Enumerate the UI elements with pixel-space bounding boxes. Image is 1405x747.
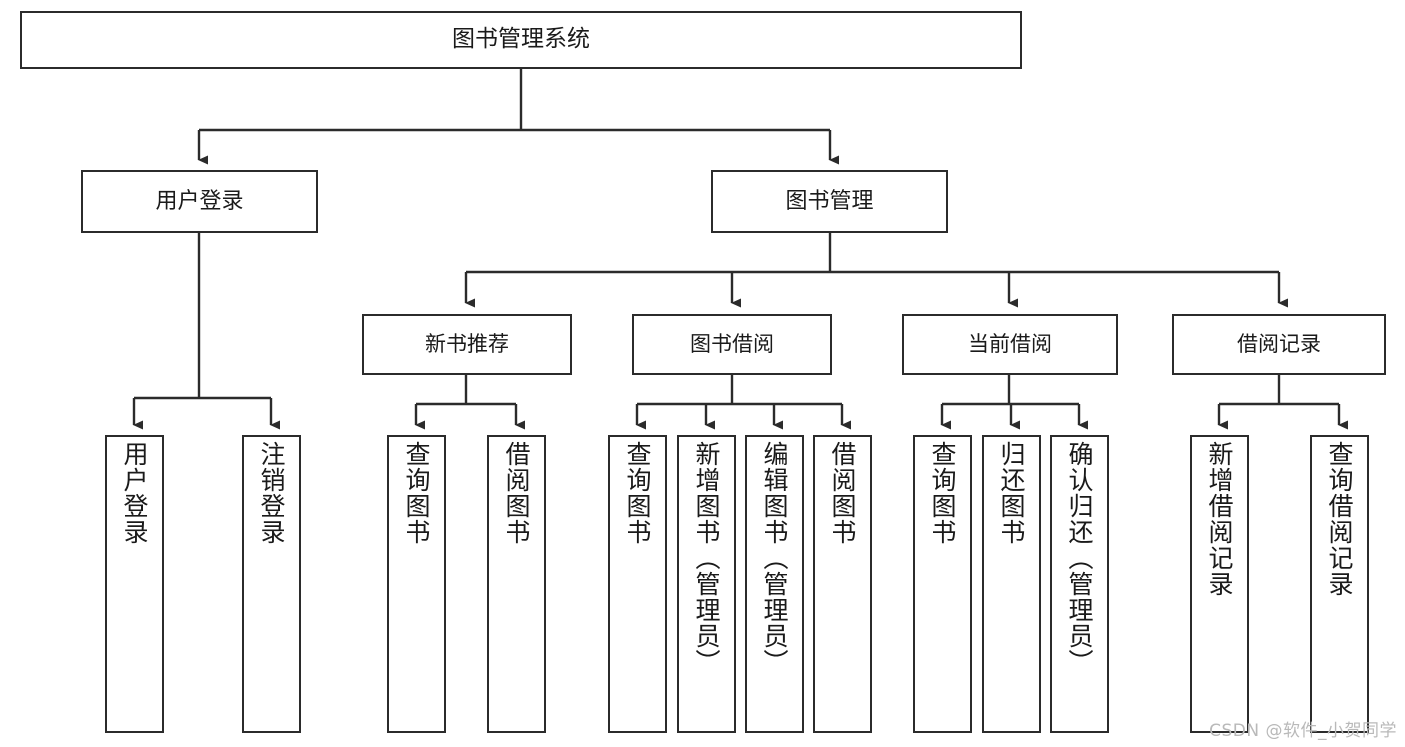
node-leaf-confirm-return-admin-label: 确认归还（管理员）	[1065, 441, 1094, 675]
edge-newbook-to-leaves	[414, 375, 525, 430]
node-leaf-query-borrow-record-label: 查询借阅记录	[1325, 441, 1354, 597]
node-root-label: 图书管理系统	[452, 26, 590, 53]
node-leaf-query-book-rec-label: 查询图书	[402, 441, 431, 545]
edge-bookmanage-to-level3	[464, 233, 1288, 308]
node-book-borrow-label: 图书借阅	[690, 332, 774, 357]
node-leaf-add-borrow-record[interactable]: 新增借阅记录	[1190, 435, 1249, 733]
node-leaf-borrow-book-label: 借阅图书	[828, 441, 857, 545]
node-leaf-borrow-book-rec-label: 借阅图书	[502, 441, 531, 545]
node-leaf-logout-label: 注销登录	[257, 441, 286, 545]
node-book-manage[interactable]: 图书管理	[711, 170, 948, 233]
edge-bookborrow-to-leaves	[635, 375, 851, 430]
edge-booklogin-to-leaves	[132, 233, 280, 430]
node-leaf-add-book-admin[interactable]: 新增图书（管理员）	[677, 435, 736, 733]
node-leaf-query-book-borrow-label: 查询图书	[623, 441, 652, 545]
watermark-text: CSDN @软件_小贺同学	[1209, 721, 1397, 741]
edge-borrowrecord-to-leaves	[1217, 375, 1348, 430]
node-leaf-query-borrow-record[interactable]: 查询借阅记录	[1310, 435, 1369, 733]
node-borrow-record[interactable]: 借阅记录	[1172, 314, 1386, 375]
node-borrow-record-label: 借阅记录	[1237, 332, 1321, 357]
node-leaf-query-book-cur[interactable]: 查询图书	[913, 435, 972, 733]
node-root-system[interactable]: 图书管理系统	[20, 11, 1022, 69]
node-leaf-edit-book-admin-label: 编辑图书（管理员）	[760, 441, 789, 675]
node-leaf-return-book-label: 归还图书	[997, 441, 1026, 545]
node-leaf-return-book[interactable]: 归还图书	[982, 435, 1041, 733]
node-leaf-borrow-book-rec[interactable]: 借阅图书	[487, 435, 546, 733]
node-leaf-logout[interactable]: 注销登录	[242, 435, 301, 733]
node-leaf-query-book-cur-label: 查询图书	[928, 441, 957, 545]
node-leaf-add-borrow-record-label: 新增借阅记录	[1205, 441, 1234, 597]
node-leaf-query-book-rec[interactable]: 查询图书	[387, 435, 446, 733]
edge-currentborrow-to-leaves	[940, 375, 1088, 430]
node-book-borrow[interactable]: 图书借阅	[632, 314, 832, 375]
node-user-login[interactable]: 用户登录	[81, 170, 318, 233]
node-leaf-confirm-return-admin[interactable]: 确认归还（管理员）	[1050, 435, 1109, 733]
node-leaf-user-login-label: 用户登录	[120, 441, 149, 545]
node-leaf-query-book-borrow[interactable]: 查询图书	[608, 435, 667, 733]
node-leaf-borrow-book[interactable]: 借阅图书	[813, 435, 872, 733]
node-leaf-add-book-admin-label: 新增图书（管理员）	[692, 441, 721, 675]
node-user-login-label: 用户登录	[155, 188, 244, 214]
node-leaf-user-login[interactable]: 用户登录	[105, 435, 164, 733]
node-current-borrow-label: 当前借阅	[968, 332, 1052, 357]
edge-root-to-level2	[197, 69, 839, 165]
node-leaf-edit-book-admin[interactable]: 编辑图书（管理员）	[745, 435, 804, 733]
node-current-borrow[interactable]: 当前借阅	[902, 314, 1118, 375]
node-book-manage-label: 图书管理	[785, 188, 874, 214]
node-new-book-recommend-label: 新书推荐	[425, 332, 509, 357]
node-new-book-recommend[interactable]: 新书推荐	[362, 314, 572, 375]
